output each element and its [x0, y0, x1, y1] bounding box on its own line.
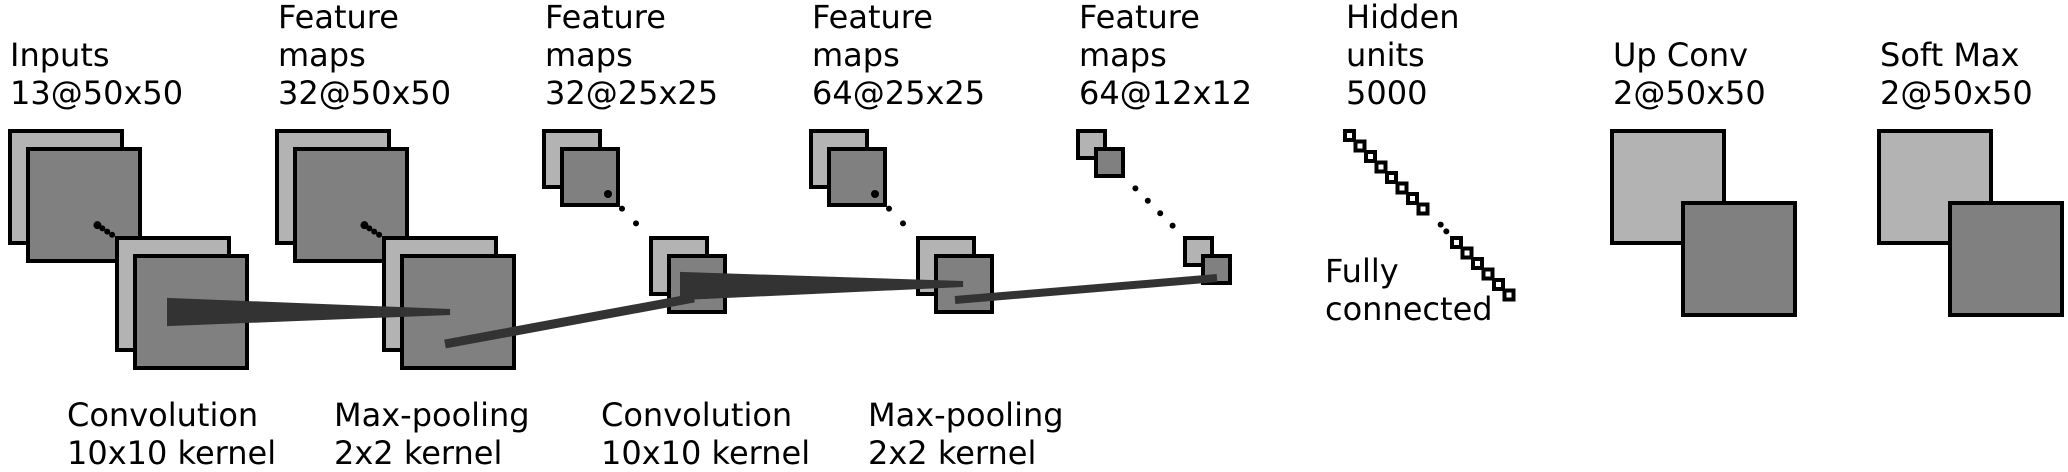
operation-kernel: 10x10 kernel — [601, 434, 810, 472]
layer-title-up-conv: Up Conv — [1613, 36, 1748, 74]
softmax-map — [1948, 201, 2064, 317]
operation-name: Convolution — [601, 396, 792, 434]
hidden-unit — [1502, 288, 1516, 302]
hidden-unit — [1353, 139, 1367, 153]
layer-title-line2: maps — [545, 36, 633, 74]
layer-dims: 32@25x25 — [545, 74, 718, 112]
pool2-connection — [954, 274, 1218, 304]
layer-dims-up-conv: 2@50x50 — [1613, 74, 1766, 112]
hidden-unit — [1492, 278, 1505, 291]
input-stack-map — [26, 147, 142, 263]
fmap32-25-ellipsis-dot — [633, 220, 639, 227]
layer-title-line2-hidden: units — [1346, 36, 1425, 74]
conv2-connection — [680, 271, 964, 301]
layer-dims-inputs: 13@50x50 — [10, 74, 183, 112]
input-stack-center-dot — [93, 221, 102, 230]
hidden-unit-ellipsis-dot — [1437, 221, 1444, 228]
fmap32-50-stack-map — [400, 254, 516, 370]
fmap64-25-map — [827, 147, 887, 207]
layer-title-soft-max: Soft Max — [1880, 36, 2019, 74]
operation-kernel: 10x10 kernel — [67, 434, 276, 472]
fc-label-line2: connected — [1325, 290, 1493, 328]
input-stack-ellipsis-dot — [104, 228, 111, 235]
layer-dims: 64@12x12 — [1079, 74, 1252, 112]
layer-title-line1: Feature — [278, 0, 399, 36]
layer-dims: 64@25x25 — [812, 74, 985, 112]
layer-title-line2: maps — [278, 36, 366, 74]
kernel-connections — [167, 271, 1218, 349]
conv1-connection — [167, 297, 451, 327]
fmap32-50-stack-ellipsis-dot — [366, 225, 373, 232]
fmap64-25-ellipsis-dot — [886, 205, 892, 212]
operation-name: Convolution — [67, 396, 258, 434]
operation-kernel: 2x2 kernel — [334, 434, 502, 472]
fmap32-50-stack-center-dot — [360, 221, 369, 230]
hidden-unit — [1374, 160, 1388, 174]
hidden-unit-ellipsis-dot — [1443, 228, 1450, 235]
operation-name: Max-pooling — [334, 396, 530, 434]
fmap64-25-center-dot — [871, 190, 879, 198]
fmap64-12-ellipsis-dot — [1132, 185, 1139, 192]
hidden-unit — [1481, 267, 1495, 281]
fmap64-12-map — [1094, 147, 1125, 178]
fc-label-line1: Fully — [1325, 252, 1399, 290]
up-conv-map — [1610, 129, 1726, 245]
fmap32-25-ellipsis-dot — [619, 205, 625, 212]
hidden-unit — [1364, 150, 1377, 163]
hidden-unit — [1471, 257, 1484, 270]
hidden-unit — [1460, 246, 1474, 260]
operation-kernel: 2x2 kernel — [868, 434, 1036, 472]
input-stack-ellipsis-dot — [109, 231, 116, 238]
fmap32-50-stack-ellipsis-dot — [371, 228, 378, 235]
fmap64-12-ellipsis-dot — [1169, 222, 1176, 229]
layer-title-line1: Feature — [545, 0, 666, 36]
layer-title-line1-hidden: Hidden — [1346, 0, 1460, 36]
layer-title-line2: maps — [812, 36, 900, 74]
fmap64-25-ellipsis-dot — [900, 220, 906, 227]
feature-map-boxes — [8, 129, 2064, 370]
fmap64-12-ellipsis-dot — [1157, 210, 1164, 217]
hidden-unit — [1450, 236, 1463, 249]
hidden-unit — [1416, 202, 1430, 216]
hidden-unit — [1343, 129, 1356, 142]
operation-name: Max-pooling — [868, 396, 1064, 434]
hidden-unit — [1395, 181, 1409, 195]
layer-title-inputs: Inputs — [10, 36, 110, 74]
hidden-unit — [1385, 171, 1398, 184]
fmap32-50-stack-ellipsis-dot — [376, 231, 383, 238]
pool1-connection — [444, 293, 695, 349]
layer-title-line2: maps — [1079, 36, 1167, 74]
layer-dims: 32@50x50 — [278, 74, 451, 112]
up-conv-map — [1681, 201, 1797, 317]
fmap32-25-center-dot — [604, 190, 612, 198]
input-stack-ellipsis-dot — [99, 225, 106, 232]
layer-dims-hidden: 5000 — [1346, 74, 1427, 112]
layer-title-line1: Feature — [812, 0, 933, 36]
fmap64-12-ellipsis-dot — [1144, 197, 1151, 204]
layer-dims-soft-max: 2@50x50 — [1880, 74, 2033, 112]
hidden-unit — [1406, 192, 1419, 205]
layer-title-line1: Feature — [1079, 0, 1200, 36]
